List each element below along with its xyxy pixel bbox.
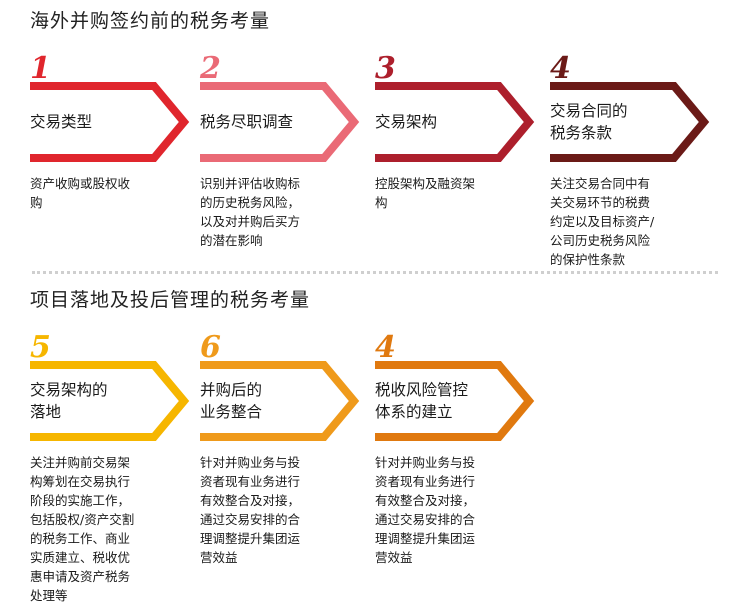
- step-description: 关注交易合同中有 关交易环节的税费 约定以及目标资产/ 公司历史税务风险 的保护…: [550, 176, 655, 267]
- section-title-pre-signing: 海外并购签约前的税务考量: [30, 10, 271, 32]
- step-label: 交易类型: [30, 113, 93, 131]
- chevron-arrow-icon: [375, 361, 535, 441]
- step-description: 资产收购或股权收 购: [30, 176, 131, 210]
- step-description: 针对并购业务与投 资者现有业务进行 有效整合及对接， 通过交易安排的合 理调整提…: [375, 455, 476, 565]
- chevron-arrow-icon: [30, 361, 190, 441]
- step-label: 交易架构的 落地: [30, 381, 108, 421]
- step-label: 交易合同的 税务条款: [550, 102, 628, 142]
- step-description: 识别并评估收购标 的历史税务风险， 以及对并购后买方 的潜在影响: [200, 176, 301, 248]
- section-title-post-deal: 项目落地及投后管理的税务考量: [30, 289, 311, 311]
- chevron-arrow-icon: [200, 82, 360, 162]
- chevron-arrow-icon: [200, 361, 360, 441]
- step-description: 控股架构及融资架 构: [375, 176, 476, 210]
- step-description: 针对并购业务与投 资者现有业务进行 有效整合及对接， 通过交易安排的合 理调整提…: [200, 455, 301, 565]
- step-label: 交易架构: [375, 113, 438, 131]
- step-number: 4: [550, 51, 571, 86]
- step-label: 并购后的 业务整合: [200, 381, 263, 421]
- chevron-arrow-icon: [30, 82, 190, 162]
- step-number: 4: [375, 330, 396, 365]
- section-divider: [32, 271, 718, 274]
- step-number: 1: [30, 51, 51, 86]
- step-number: 2: [200, 51, 221, 86]
- step-number: 6: [200, 330, 221, 365]
- step-label: 税收风险管控 体系的建立: [375, 381, 469, 421]
- chevron-arrow-icon: [375, 82, 535, 162]
- step-label: 税务尽职调查: [200, 113, 294, 131]
- step-number: 3: [375, 51, 396, 86]
- chevron-arrow-icon: [550, 82, 710, 162]
- step-description: 关注并购前交易架 构筹划在交易执行 阶段的实施工作， 包括股权/资产交割 的税务…: [30, 455, 135, 603]
- step-number: 5: [30, 330, 51, 365]
